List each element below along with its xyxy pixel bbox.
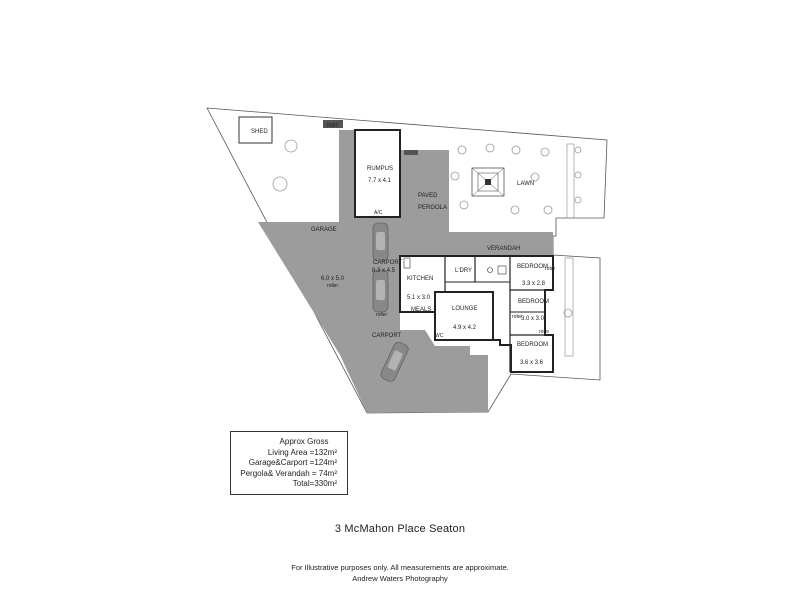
label-meals-size: 5.1 x 3.0 [407, 295, 431, 301]
car-icon [372, 269, 389, 313]
label-carport-lower: CARPORT [372, 333, 402, 339]
legend-title: Approx Gross [279, 437, 329, 446]
label-bedroom-3: BEDROOM [517, 342, 548, 348]
photographer-credit: Andrew Waters Photography [352, 574, 448, 583]
rumpus [354, 129, 401, 218]
label-paved: PAVED [418, 193, 438, 199]
car-icon [380, 341, 409, 382]
label-lawn: LAWN [517, 181, 534, 187]
label-rwt: RWT [327, 123, 338, 129]
label-bedroom-2-size: 3.0 x 3.0 [521, 316, 545, 322]
label-bedroom-1: BEDROOM [517, 264, 548, 270]
label-rumpus: RUMPUS [367, 166, 393, 172]
shed [238, 116, 273, 144]
label-bedroom-3-size: 3.6 x 3.6 [520, 360, 544, 366]
lawn-boundary [566, 143, 575, 219]
car-icon [372, 222, 389, 262]
legend-pergola-verandah: Pergola& Verandah = 74m² [240, 468, 337, 478]
label-kitchen: KITCHEN [407, 276, 433, 282]
label-meals: MEALS [411, 307, 431, 313]
label-ac: A/C [374, 210, 383, 216]
label-garage: GARAGE [311, 227, 337, 233]
rumpus-door [404, 150, 418, 155]
label-garage-size: 6.0 x 5.0 [321, 276, 345, 282]
label-bedroom-1-size: 3.3 x 2.8 [522, 281, 546, 287]
legend-garage-carport: Garage&Carport =124m² [248, 458, 337, 467]
label-lounge: LOUNGE [452, 306, 477, 312]
label-ldry: L'DRY [455, 268, 472, 274]
label-robe-1: robe [545, 266, 555, 272]
area-legend: Approx Gross Living Area =132m² Garage&C… [230, 431, 348, 495]
label-carport-upper: CARPORT [373, 260, 403, 266]
legend-total: Total=330m² [292, 479, 337, 488]
label-lounge-size: 4.9 x 4.2 [453, 325, 477, 331]
tree-icon [272, 139, 582, 318]
label-carport-upper-size: 8.3 x 4.5 [372, 268, 396, 274]
label-bedroom-2: BEDROOM [518, 299, 549, 305]
label-roller-1: roller [327, 283, 338, 289]
label-robe-3: robe [539, 329, 549, 335]
label-verandah: VERANDAH [487, 246, 520, 252]
property-address: 3 McMahon Place Seaton [334, 523, 466, 535]
label-rumpus-size: 7.7 x 4.1 [368, 178, 392, 184]
side-fence [564, 257, 574, 357]
legend-living: Living Area =132m² [267, 447, 337, 457]
disclaimer-line-1: For Illustrative purposes only. All meas… [291, 563, 509, 572]
house [399, 255, 554, 373]
rwt-tank [323, 120, 343, 128]
label-pergola: PERGOLA [418, 205, 447, 211]
label-roller-2: roller [376, 312, 387, 318]
label-shed: SHED [251, 129, 268, 135]
disclaimer: For Illustrative purposes only. All meas… [0, 562, 800, 584]
label-wc: WC [435, 333, 444, 339]
label-robe-2: robe [512, 314, 522, 320]
